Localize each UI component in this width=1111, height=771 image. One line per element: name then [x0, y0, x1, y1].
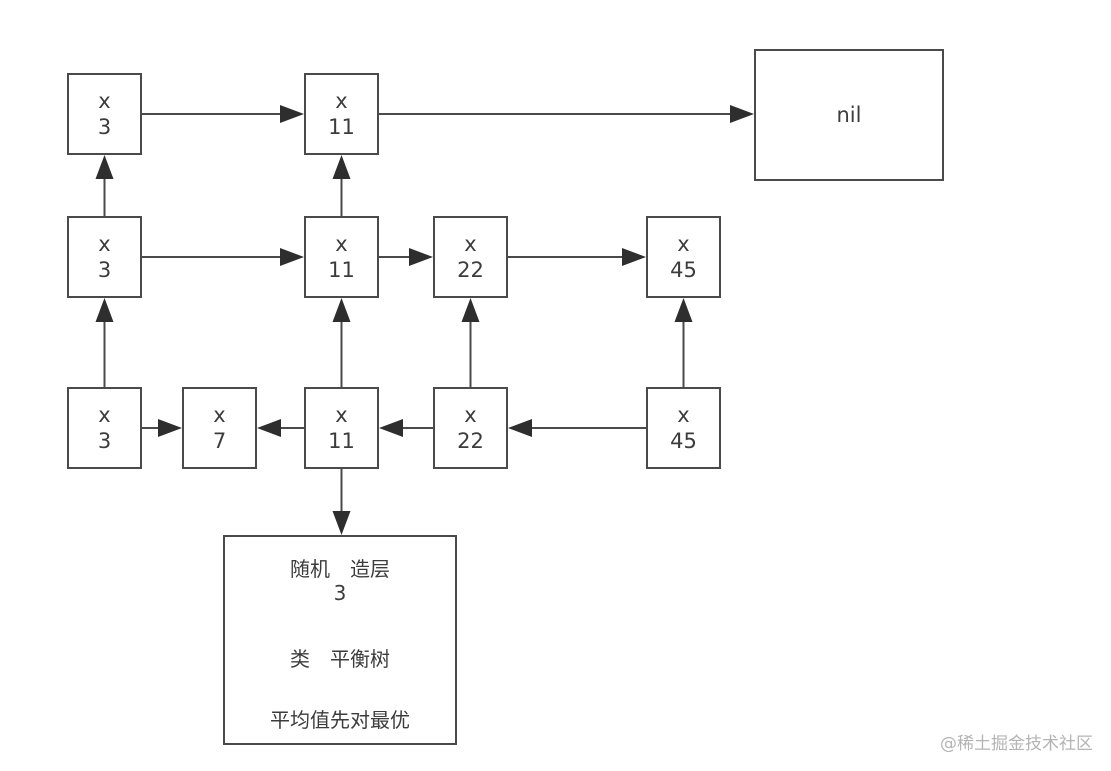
edge-l0-45-to-l1-45: [674, 298, 693, 387]
edge-l0-22-to-l1-22: [461, 298, 480, 387]
arrowhead-icon: [280, 248, 304, 266]
node-label: x: [335, 403, 348, 427]
arrowhead-icon: [674, 298, 693, 322]
node-value: 45: [670, 429, 697, 453]
node-level0-7: x 7: [182, 387, 257, 469]
node-level1-3: x 3: [67, 216, 142, 298]
node-level1-22: x 22: [433, 216, 508, 298]
arrowhead-icon: [95, 298, 114, 322]
node-value: 3: [97, 258, 112, 282]
note-box: 随机 造层 3 类 平衡树 平均值先对最优: [223, 535, 457, 745]
node-level0-45: x 45: [646, 387, 721, 469]
node-level1-45: x 45: [646, 216, 721, 298]
arrowhead-icon: [95, 155, 114, 179]
arrowhead-icon: [280, 105, 304, 123]
edge-l0-11-to-l1-11: [332, 298, 351, 387]
node-value: 11: [328, 429, 355, 453]
node-label: x: [677, 232, 690, 256]
note-line-4: 平均值先对最优: [270, 708, 410, 732]
edge-l2-11-to-nil: [379, 105, 754, 123]
edge-l0-45-to-l0-22: [508, 419, 646, 437]
node-label: x: [464, 403, 477, 427]
edge-l1-11-to-l1-22: [379, 248, 433, 266]
node-label: x: [98, 232, 111, 256]
watermark: @稀土掘金技术社区: [940, 734, 1093, 754]
note-line-1: 随机 造层: [290, 557, 390, 581]
arrowhead-icon: [332, 298, 351, 322]
nil-label: nil: [836, 103, 862, 127]
node-value: 22: [457, 429, 484, 453]
node-value: 11: [328, 115, 355, 139]
node-label: x: [464, 232, 477, 256]
arrowhead-icon: [332, 155, 351, 179]
arrowhead-icon: [508, 419, 532, 437]
edge-l0-11-to-l0-7: [257, 419, 304, 437]
arrowhead-icon: [332, 511, 351, 535]
node-value: 11: [328, 258, 355, 282]
arrowhead-icon: [158, 419, 182, 437]
node-label: x: [677, 403, 690, 427]
arrowhead-icon: [730, 105, 754, 123]
arrowhead-icon: [379, 419, 403, 437]
node-level0-11: x 11: [304, 387, 379, 469]
note-line-2: 3: [333, 581, 347, 605]
node-label: x: [98, 89, 111, 113]
node-level2-11: x 11: [304, 73, 379, 155]
node-label: x: [213, 403, 226, 427]
node-value: 3: [97, 115, 112, 139]
node-value: 22: [457, 258, 484, 282]
node-level0-3: x 3: [67, 387, 142, 469]
node-level2-3: x 3: [67, 73, 142, 155]
arrowhead-icon: [257, 419, 281, 437]
node-label: x: [335, 232, 348, 256]
node-level1-11: x 11: [304, 216, 379, 298]
note-line-3: 类 平衡树: [290, 647, 390, 671]
edge-l1-3-to-l1-11: [142, 248, 304, 266]
edge-l0-11-to-note: [332, 469, 351, 535]
node-label: x: [98, 403, 111, 427]
node-nil: nil: [754, 49, 944, 181]
edge-l0-3-to-l0-7: [142, 419, 182, 437]
edge-l0-3-to-l1-3: [95, 298, 114, 387]
node-level0-22: x 22: [433, 387, 508, 469]
arrowhead-icon: [461, 298, 480, 322]
node-value: 3: [97, 429, 112, 453]
node-value: 7: [212, 429, 227, 453]
arrowhead-icon: [622, 248, 646, 266]
node-value: 45: [670, 258, 697, 282]
edge-l1-3-to-l2-3: [95, 155, 114, 216]
edge-l0-22-to-l0-11: [379, 419, 433, 437]
arrowhead-icon: [409, 248, 433, 266]
edge-l2-3-to-l2-11: [142, 105, 304, 123]
edge-l1-11-to-l2-11: [332, 155, 351, 216]
node-label: x: [335, 89, 348, 113]
edge-l1-22-to-l1-45: [508, 248, 646, 266]
